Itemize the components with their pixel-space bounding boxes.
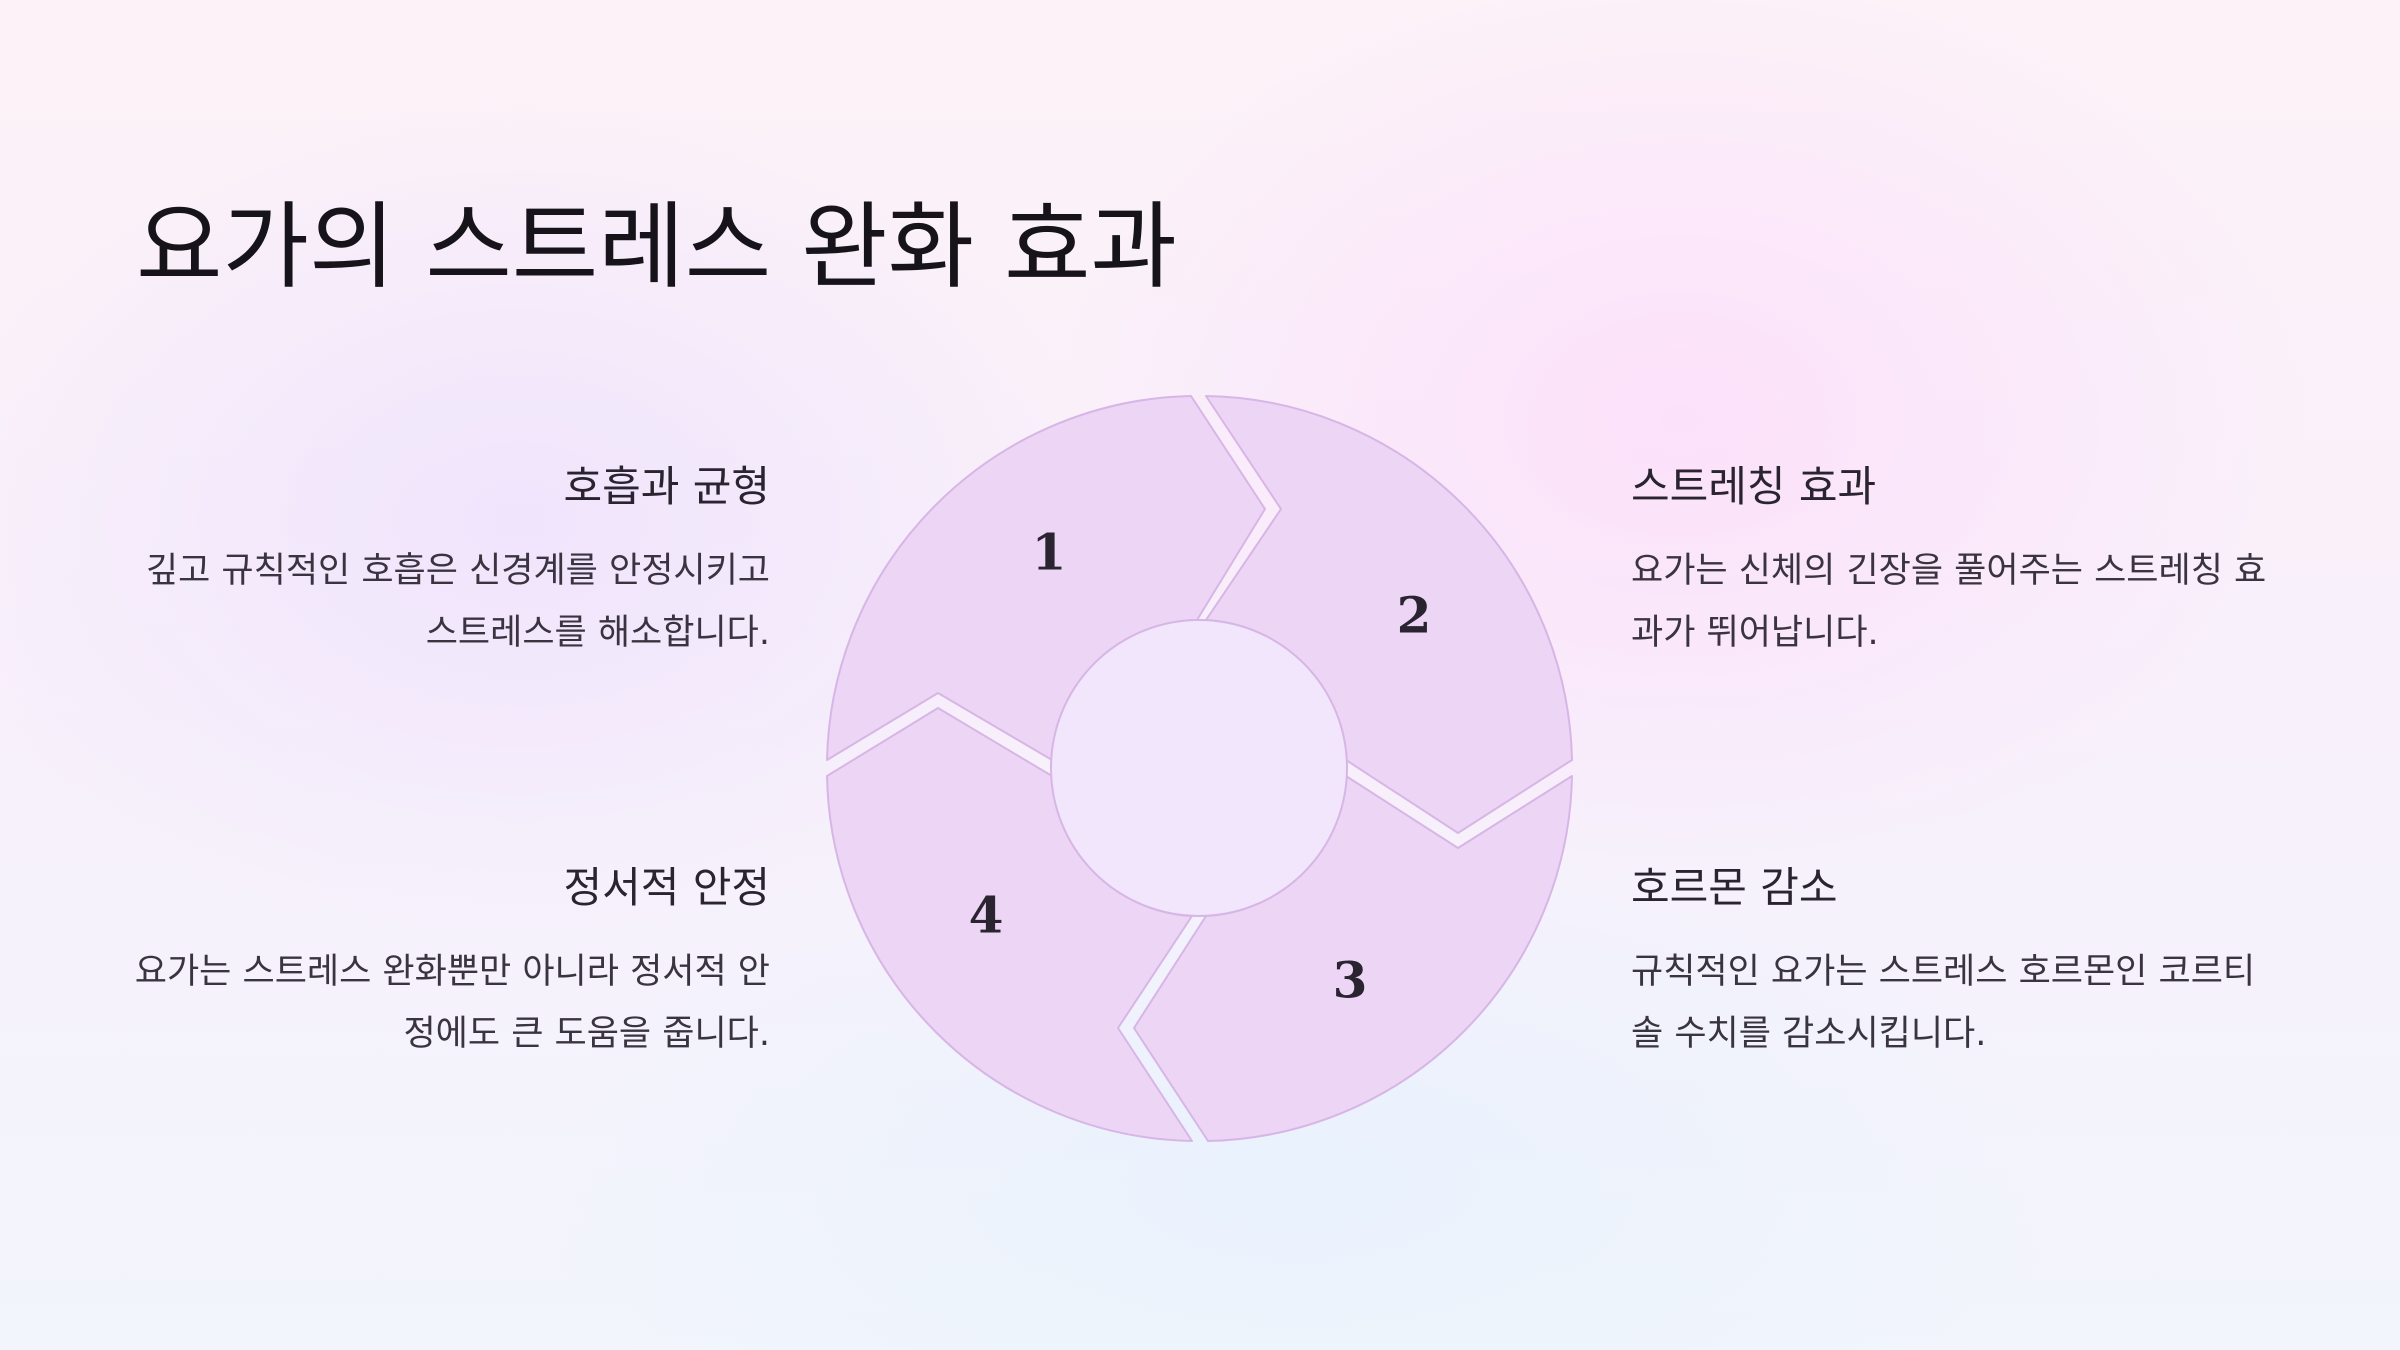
step-2-text: 스트레칭 효과 요가는 신체의 긴장을 풀어주는 스트레칭 효과가 뛰어납니다. bbox=[1631, 462, 2271, 664]
step-4-text: 정서적 안정 요가는 스트레스 완화뿐만 아니라 정서적 안정에도 큰 도움을 … bbox=[130, 863, 770, 1065]
step-4-description: 요가는 스트레스 완화뿐만 아니라 정서적 안정에도 큰 도움을 줍니다. bbox=[134, 952, 770, 1055]
segment-number-1: 1 bbox=[1032, 523, 1067, 582]
segment-number-4: 4 bbox=[969, 886, 1004, 945]
step-1-title: 호흡과 균형 bbox=[563, 462, 770, 511]
cycle-center bbox=[1050, 619, 1348, 917]
step-3-title: 호르몬 감소 bbox=[1631, 863, 1838, 912]
step-2-title: 스트레칭 효과 bbox=[1631, 462, 1877, 511]
segment-number-2: 2 bbox=[1397, 586, 1432, 645]
page-title: 요가의 스트레스 완화 효과 bbox=[136, 193, 1177, 302]
step-2-description: 요가는 신체의 긴장을 풀어주는 스트레칭 효과가 뛰어납니다. bbox=[1631, 551, 2267, 654]
step-1-text: 호흡과 균형 깊고 규칙적인 호흡은 신경계를 안정시키고 스트레스를 해소합니… bbox=[130, 462, 770, 664]
step-1-description: 깊고 규칙적인 호흡은 신경계를 안정시키고 스트레스를 해소합니다. bbox=[145, 551, 770, 654]
step-3-text: 호르몬 감소 규칙적인 요가는 스트레스 호르몬인 코르티솔 수치를 감소시킵니… bbox=[1631, 863, 2271, 1065]
segment-number-3: 3 bbox=[1333, 951, 1368, 1010]
step-4-title: 정서적 안정 bbox=[563, 863, 770, 912]
step-3-description: 규칙적인 요가는 스트레스 호르몬인 코르티솔 수치를 감소시킵니다. bbox=[1631, 952, 2256, 1055]
